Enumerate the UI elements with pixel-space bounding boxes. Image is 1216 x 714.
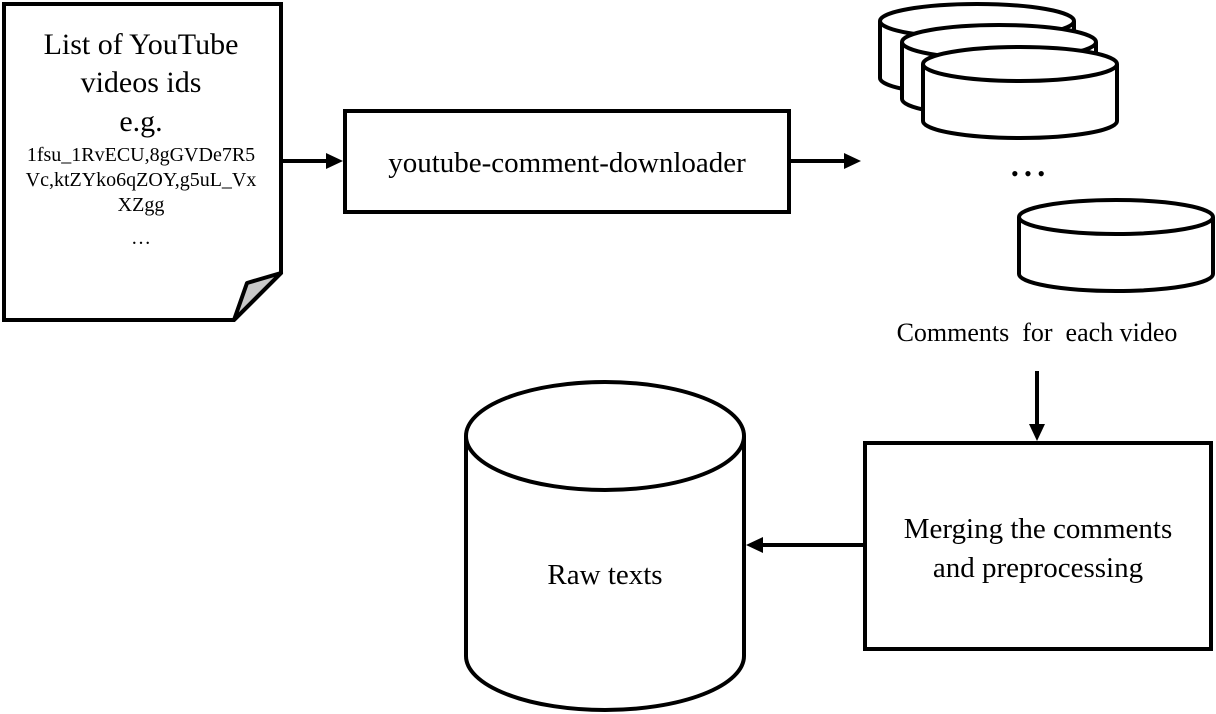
raw-texts-label: Raw texts [547,559,662,591]
merge-preprocess-box: Merging the comments and preprocessing [863,441,1213,651]
downloader-box: youtube-comment-downloader [343,109,791,214]
document-ellipsis: … [131,227,151,249]
document-ids-line-1: 1fsu_1RvECU,8gGVDe7R5 [27,144,255,166]
arrow-comments-to-merge [1029,371,1045,441]
document-fold-corner [232,271,283,322]
arrow-document-to-downloader [281,153,343,169]
document-ids-line-2: Vc,ktZYko6qZOY,g5uL_Vx [26,169,257,191]
merge-label-line-2: and preprocessing [933,552,1143,584]
merge-label-line-1: Merging the comments [904,513,1172,545]
comment-cylinder-3 [921,45,1119,140]
video-id-list-document: List of YouTube videos ids e.g. 1fsu_1Rv… [2,2,283,322]
document-example-label: e.g. [119,105,162,138]
downloader-label: youtube-comment-downloader [388,147,746,179]
raw-texts-cylinder: Raw texts [464,380,746,712]
arrow-merge-to-raw [746,537,865,553]
document-title-line-2: videos ids [81,66,202,99]
arrow-downloader-to-comments [789,153,861,169]
document-ids-line-3: XZgg [118,194,165,216]
comments-caption: Comments for each video [897,318,1178,347]
document-title-line-1: List of YouTube [44,28,239,61]
comment-cylinder-last [1017,198,1215,293]
comment-stores-ellipsis: • • • [1011,161,1045,186]
